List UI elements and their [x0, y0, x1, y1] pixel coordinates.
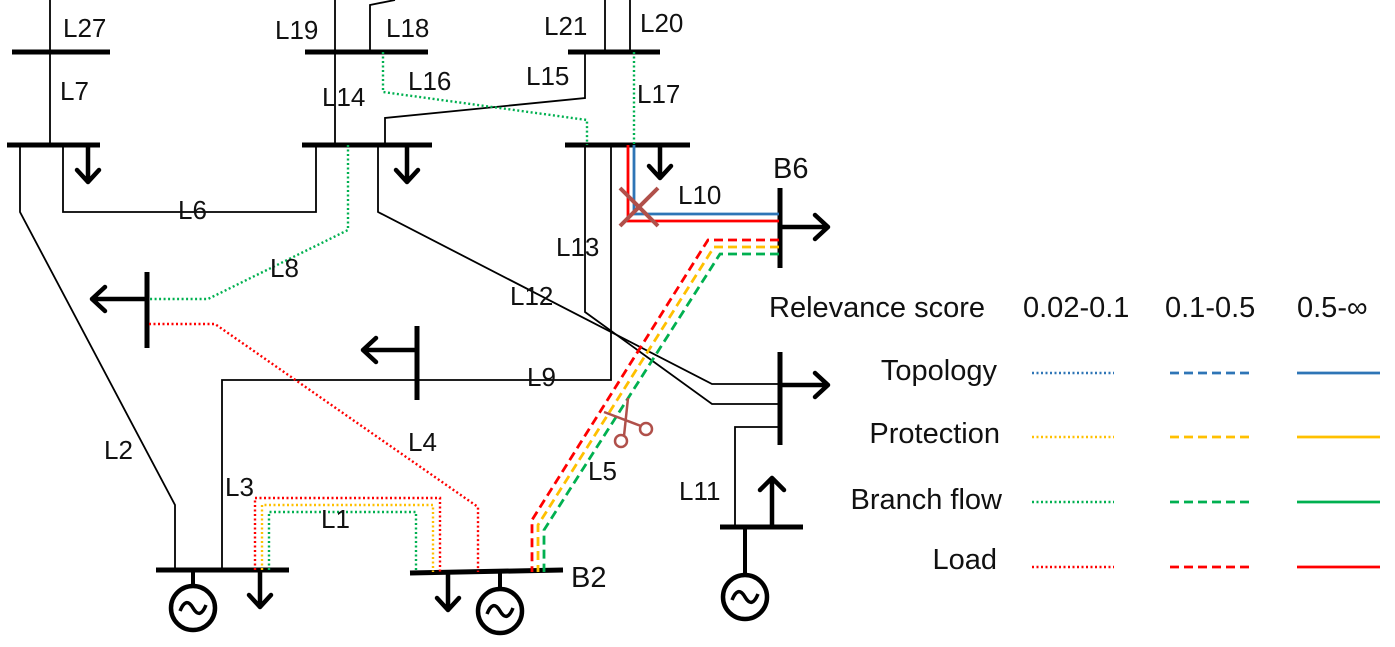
label-l1: L1 [321, 504, 350, 534]
overlay-l1-load [253, 496, 442, 572]
label-b2: B2 [571, 562, 606, 594]
legend-load-label: Load [932, 544, 997, 576]
scissors-icon [603, 397, 654, 449]
label-l18: L18 [386, 13, 429, 43]
label-l20: L20 [640, 8, 683, 38]
load-arrow-icon [777, 370, 831, 400]
load-arrow-icon [246, 567, 274, 610]
overlay-l1-branch-flow [267, 510, 418, 572]
load-arrow-icon [777, 212, 831, 242]
branch-wires [19, 0, 780, 570]
label-b6: B6 [773, 153, 808, 185]
label-l13: L13 [556, 232, 599, 262]
overlay-l5-protection [536, 245, 779, 572]
load-arrow-icon [393, 142, 421, 185]
relevance-overlays [149, 52, 779, 572]
label-l27: L27 [63, 13, 106, 43]
load-arrow-icon [646, 142, 674, 181]
label-l14: L14 [322, 82, 365, 112]
label-l16: L16 [408, 66, 451, 96]
label-l10: L10 [678, 180, 721, 210]
legend-topology-label: Topology [881, 355, 998, 387]
overlay-l10-load [626, 145, 779, 223]
load-arrow-icon [74, 142, 102, 185]
overlay-l4-load [149, 322, 480, 572]
legend-range-low: 0.02-0.1 [1023, 292, 1129, 324]
label-l5: L5 [588, 456, 617, 486]
x-cross-icon [618, 186, 660, 228]
legend-header: Relevance score [769, 292, 985, 324]
label-l12: L12 [510, 281, 553, 311]
overlay-l5-branch-flow [542, 252, 779, 572]
legend-range-mid: 0.1-0.5 [1165, 292, 1255, 324]
bus-labels: B6 B2 [571, 153, 808, 594]
load-arrows [74, 142, 831, 613]
load-arrow-icon [89, 284, 150, 314]
label-l4: L4 [408, 427, 437, 457]
line-labels: L27 L19 L18 L21 L20 L7 L14 L16 L15 L17 L… [60, 8, 721, 534]
label-l11: L11 [679, 476, 720, 506]
overlay-l5-load [530, 238, 779, 572]
load-arrow-icon [757, 475, 787, 530]
legend-range-high: 0.5-∞ [1297, 292, 1368, 324]
load-arrow-icon [434, 570, 462, 613]
ac-generator-icon [168, 570, 218, 633]
generators [168, 527, 770, 636]
load-arrow-icon [360, 335, 420, 365]
label-l7: L7 [60, 76, 89, 106]
overlay-l8-branch-flow [149, 145, 350, 301]
label-l15: L15 [526, 61, 569, 91]
ac-generator-icon [720, 527, 770, 622]
label-l3: L3 [225, 472, 254, 502]
label-l9: L9 [527, 362, 556, 392]
label-l19: L19 [275, 15, 318, 45]
label-l21: L21 [544, 11, 587, 41]
legend-branch-flow-label: Branch flow [850, 484, 1003, 516]
label-l6: L6 [178, 195, 207, 225]
label-l2: L2 [104, 435, 133, 465]
overlay-l16-branch-flow [381, 52, 589, 145]
overlay-l1-protection [260, 503, 435, 572]
relevance-legend: Relevance score 0.02-0.1 0.1-0.5 0.5-∞ T… [769, 292, 1380, 576]
legend-protection-label: Protection [869, 418, 1000, 450]
label-l17: L17 [637, 79, 680, 109]
ac-generator-icon [475, 572, 525, 636]
label-l8: L8 [270, 253, 299, 283]
